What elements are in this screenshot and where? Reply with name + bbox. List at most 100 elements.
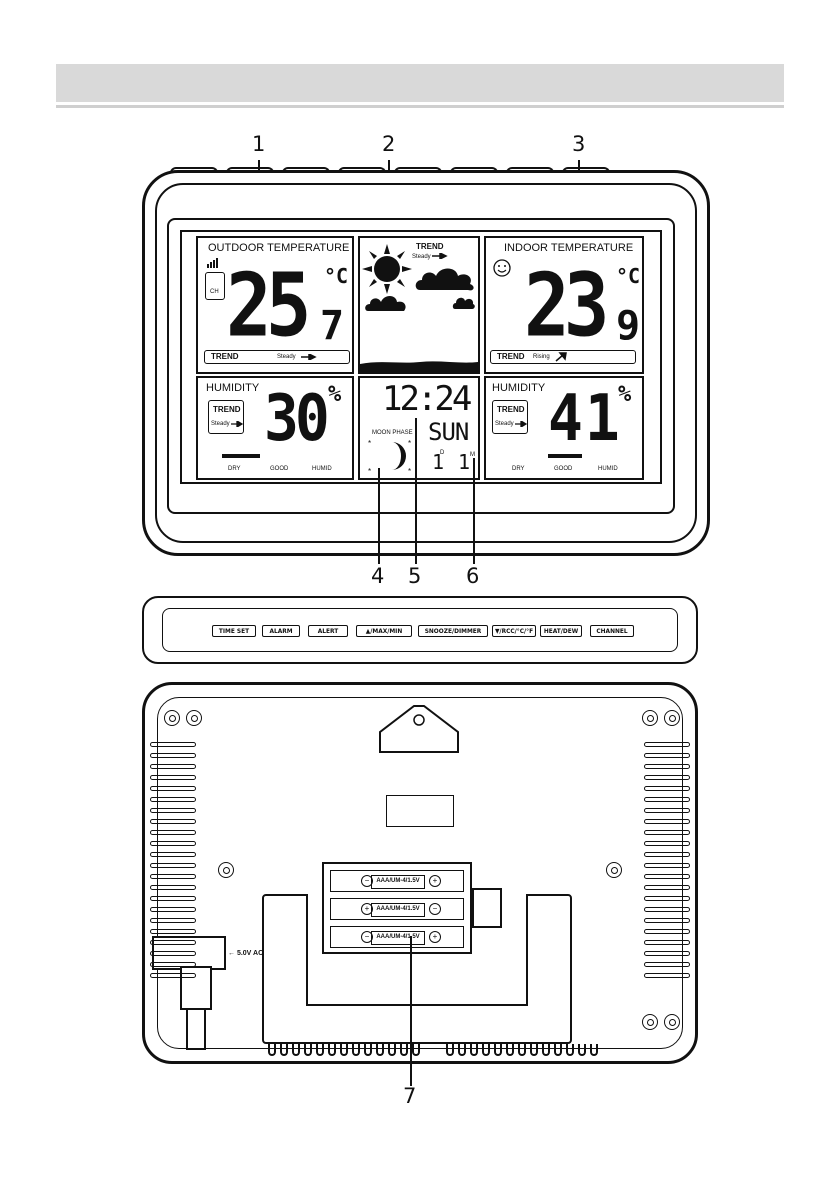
stand-foot bbox=[578, 1044, 586, 1056]
vent-slot bbox=[644, 951, 690, 956]
indoor-scale-humid: HUMID bbox=[598, 466, 618, 472]
indoor-humidity-trend-label: TREND bbox=[497, 405, 525, 414]
stand-foot bbox=[506, 1044, 514, 1056]
weather-trend-label: TREND bbox=[416, 242, 444, 251]
stand-foot bbox=[412, 1044, 420, 1056]
callout-5-leader bbox=[415, 418, 417, 564]
vent-slot bbox=[150, 940, 196, 945]
indoor-humidity-unit: % bbox=[618, 382, 632, 407]
vent-slot bbox=[150, 962, 196, 967]
outdoor-temp-unit: °C bbox=[324, 264, 349, 288]
outdoor-trend-label: TREND bbox=[211, 352, 239, 361]
battery-label: AAA/UM-4/1.5V bbox=[371, 875, 425, 889]
vent-slot bbox=[150, 885, 196, 890]
vent-slot bbox=[644, 753, 690, 758]
cloud-icon bbox=[452, 297, 475, 309]
vent-slot bbox=[150, 907, 196, 912]
battery-label: AAA/UM-4/1.5V bbox=[371, 931, 425, 945]
vent-slot bbox=[150, 775, 196, 780]
indoor-humidity-trend-box: TREND Steady bbox=[492, 400, 528, 434]
vent-slot bbox=[150, 830, 196, 835]
stand-foot bbox=[400, 1044, 408, 1056]
callout-2: 2 bbox=[382, 132, 396, 156]
svg-text:*: * bbox=[368, 439, 371, 448]
vent-slot bbox=[644, 940, 690, 945]
vent-slot bbox=[644, 973, 690, 978]
max-min-button[interactable]: ▲/MAX/MIN bbox=[356, 625, 412, 637]
alarm-button[interactable]: ALARM bbox=[262, 625, 300, 637]
section-header-rule bbox=[56, 105, 784, 108]
stand-foot bbox=[458, 1044, 466, 1056]
vent-slot bbox=[644, 830, 690, 835]
vent-slot bbox=[150, 753, 196, 758]
channel-label: CH bbox=[210, 289, 219, 295]
screw bbox=[606, 862, 622, 878]
minus-icon: − bbox=[429, 903, 441, 915]
arrow-right-icon bbox=[231, 421, 243, 427]
arrow-right-icon bbox=[515, 421, 527, 427]
moon-icon: ** ** bbox=[368, 439, 411, 476]
vent-slot bbox=[644, 808, 690, 813]
vent-slot bbox=[644, 918, 690, 923]
stand-foot bbox=[530, 1044, 538, 1056]
vent-slot bbox=[644, 896, 690, 901]
alert-button[interactable]: ALERT bbox=[308, 625, 348, 637]
vent-slot bbox=[150, 786, 196, 791]
battery-cover-latch bbox=[472, 888, 502, 928]
vent-slot bbox=[644, 819, 690, 824]
outdoor-trend-bar: TREND Steady bbox=[204, 350, 350, 364]
rcc-unit-button[interactable]: ▼/RCC/°C/°F bbox=[492, 625, 536, 637]
time-set-button[interactable]: TIME SET bbox=[212, 625, 256, 637]
battery-label: AAA/UM-4/1.5V bbox=[371, 903, 425, 917]
indoor-temperature-panel: INDOOR TEMPERATURE 23 9 °C bbox=[484, 236, 644, 374]
clock-panel: 12:24 MOON PHASE ** ** SUN D 1 M 1 bbox=[358, 376, 480, 480]
vent-slot bbox=[150, 819, 196, 824]
month-marker: M bbox=[470, 452, 475, 458]
stand-foot bbox=[292, 1044, 300, 1056]
vent-slot bbox=[150, 764, 196, 769]
power-label-text: 5.0V AC bbox=[236, 950, 264, 957]
outdoor-temperature-label: OUTDOOR TEMPERATURE bbox=[208, 242, 350, 254]
outdoor-humidity-trend-box: TREND Steady bbox=[208, 400, 244, 434]
arrow-right-icon bbox=[301, 354, 317, 360]
minus-icon: − bbox=[361, 875, 373, 887]
arrow-right-icon bbox=[432, 253, 448, 259]
callout-4-leader bbox=[378, 468, 380, 564]
channel-button[interactable]: CHANNEL bbox=[590, 625, 634, 637]
outdoor-humidity-gauge bbox=[222, 454, 260, 458]
vent-slot bbox=[644, 929, 690, 934]
stand-foot bbox=[340, 1044, 348, 1056]
vent-slot bbox=[644, 764, 690, 769]
indoor-trend-label: TREND bbox=[497, 352, 525, 361]
vent-slot bbox=[150, 841, 196, 846]
outdoor-humidity-unit: % bbox=[328, 382, 342, 407]
stand-foot bbox=[446, 1044, 454, 1056]
screw bbox=[642, 1014, 658, 1030]
vent-slot bbox=[644, 962, 690, 967]
ground-silhouette bbox=[360, 361, 478, 372]
moon-phase-label: MOON PHASE bbox=[372, 430, 413, 436]
sun-icon bbox=[362, 244, 412, 294]
indoor-temp-integer: 23 bbox=[524, 253, 609, 357]
outdoor-temp-integer: 25 bbox=[226, 253, 311, 357]
day-marker: D bbox=[440, 450, 445, 456]
date-day: 1 bbox=[432, 450, 445, 474]
outdoor-humidity-label: HUMIDITY bbox=[206, 382, 260, 394]
vent-slot bbox=[150, 863, 196, 868]
plus-icon: + bbox=[361, 903, 373, 915]
stand-foot bbox=[268, 1044, 276, 1056]
indoor-temp-decimal: 9 bbox=[616, 303, 641, 349]
heat-dew-button[interactable]: HEAT/DEW bbox=[540, 625, 582, 637]
stand-foot bbox=[364, 1044, 372, 1056]
weather-forecast-panel: TREND Steady bbox=[358, 236, 480, 374]
outdoor-scale-dry: DRY bbox=[228, 466, 241, 472]
battery-slot: − AAA/UM-4/1.5V + bbox=[330, 870, 464, 892]
screw bbox=[186, 710, 202, 726]
stand-foot bbox=[328, 1044, 336, 1056]
vent-slot bbox=[644, 863, 690, 868]
vent-slot bbox=[644, 852, 690, 857]
signal-bars-icon bbox=[207, 258, 218, 268]
snooze-dimmer-button[interactable]: SNOOZE/DIMMER bbox=[418, 625, 488, 637]
stand-foot bbox=[518, 1044, 526, 1056]
section-header-bar bbox=[56, 64, 784, 102]
